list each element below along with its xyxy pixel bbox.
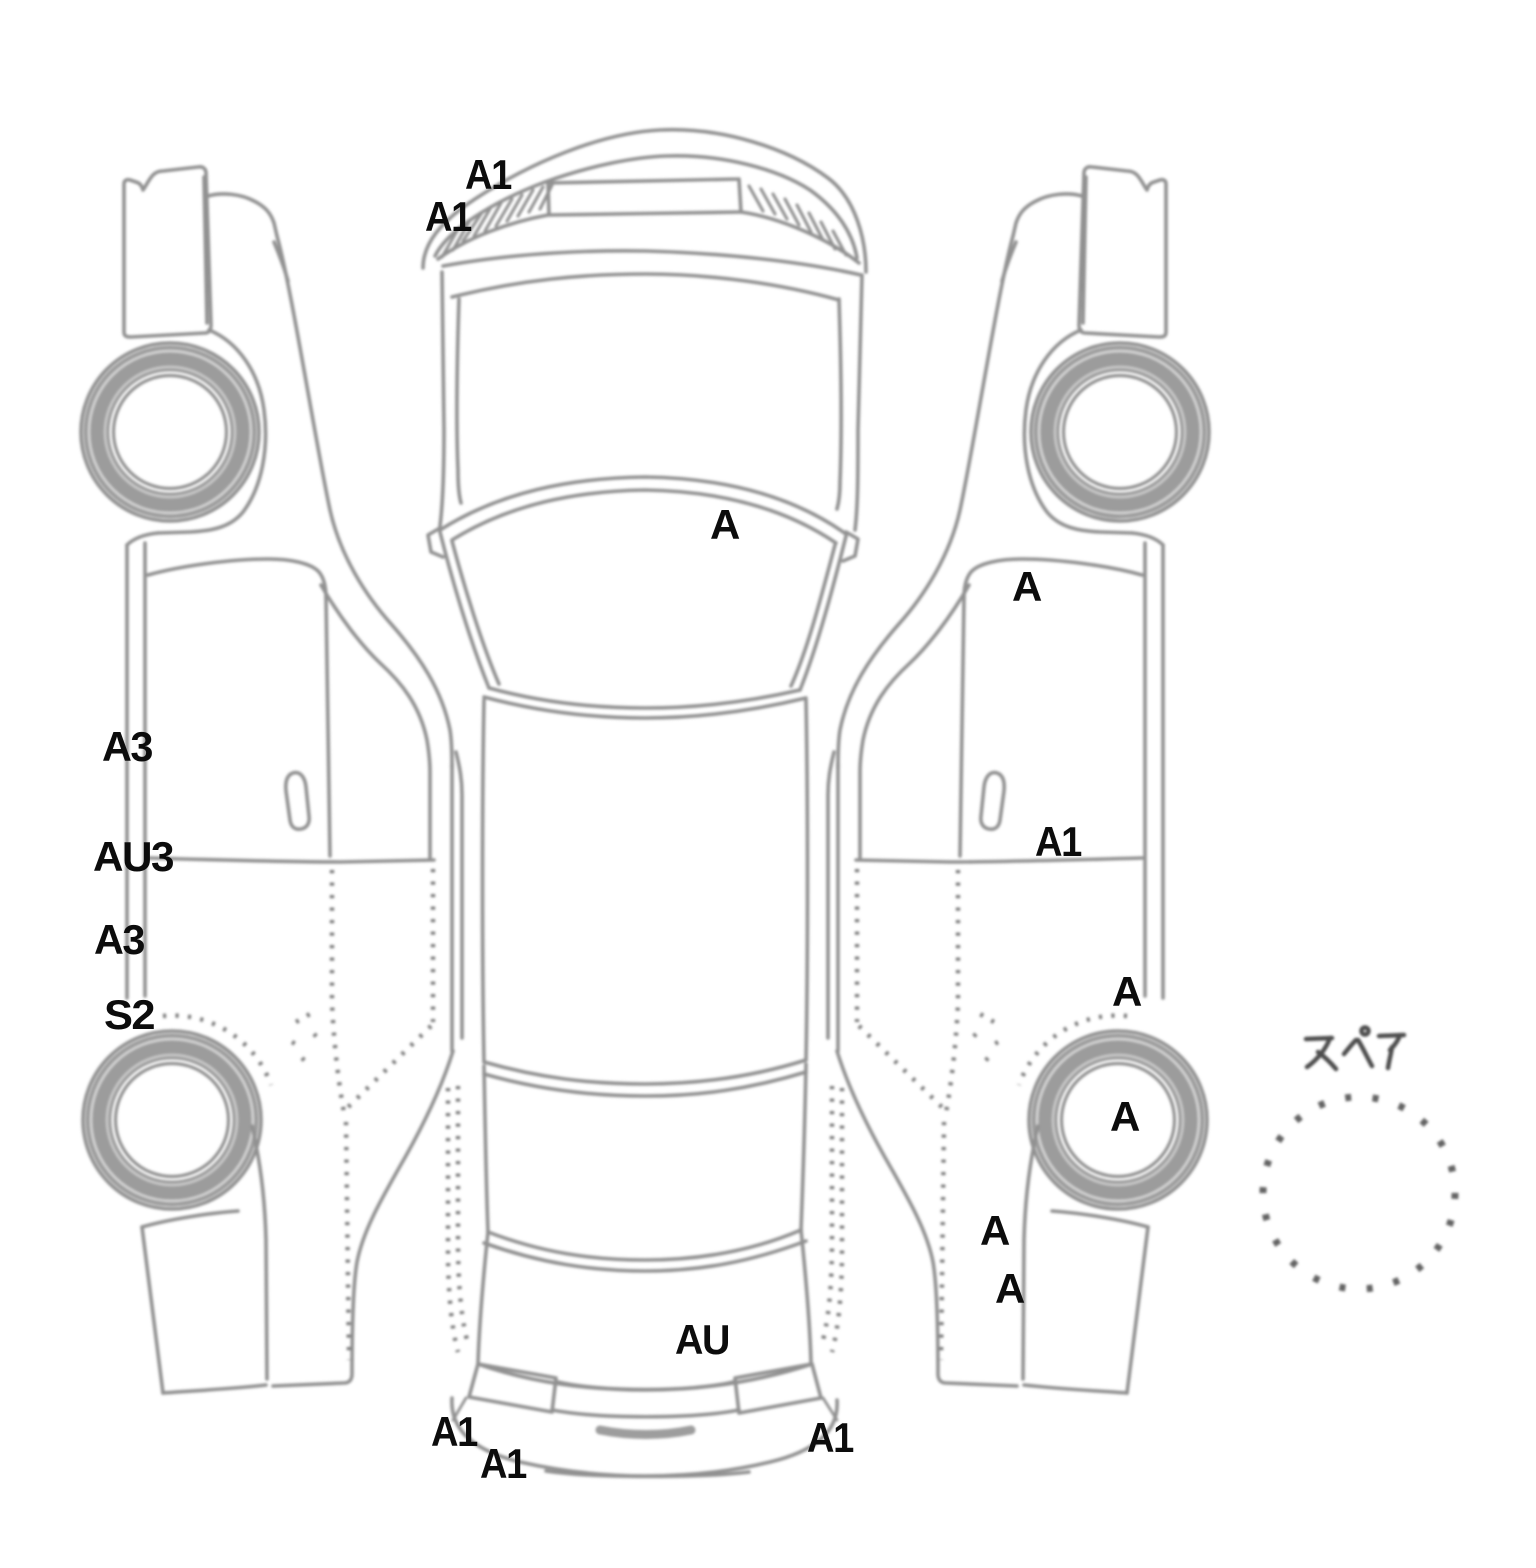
svg-text:A1: A1 — [465, 151, 512, 198]
svg-text:A: A — [980, 1207, 1010, 1254]
svg-text:A: A — [995, 1265, 1025, 1312]
svg-text:A: A — [1012, 563, 1042, 610]
svg-text:A3: A3 — [102, 723, 152, 770]
svg-text:A1: A1 — [1035, 818, 1082, 865]
svg-text:A1: A1 — [480, 1440, 527, 1487]
svg-text:A1: A1 — [807, 1414, 854, 1461]
svg-text:A1: A1 — [425, 193, 472, 240]
svg-text:A1: A1 — [431, 1408, 478, 1455]
svg-text:A3: A3 — [94, 916, 144, 963]
svg-text:S2: S2 — [104, 991, 154, 1038]
svg-text:A: A — [1112, 968, 1142, 1015]
svg-text:AU3: AU3 — [93, 833, 173, 880]
svg-text:A: A — [710, 501, 740, 548]
svg-text:A: A — [1110, 1093, 1140, 1140]
svg-text:AU: AU — [675, 1316, 729, 1363]
